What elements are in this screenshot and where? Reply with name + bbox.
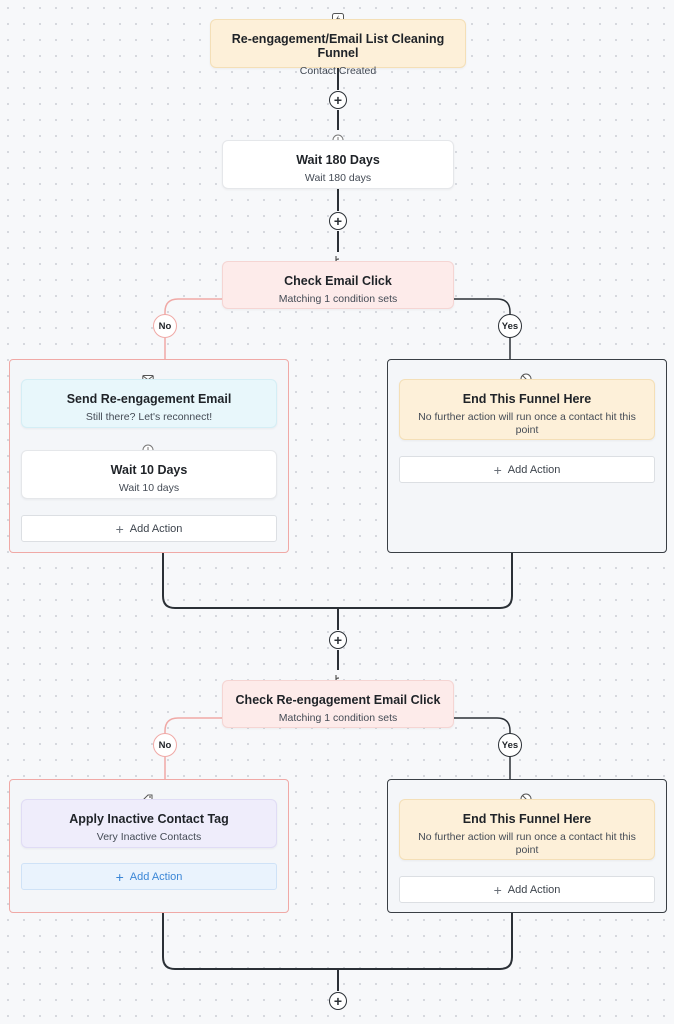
plus-icon: +: [493, 881, 502, 898]
end-funnel-subtitle: No further action will run once a contac…: [418, 831, 636, 856]
end-funnel-title: End This Funnel Here: [462, 392, 592, 406]
wait-10-node[interactable]: Wait 10 Days Wait 10 days: [21, 450, 277, 499]
end-funnel-node[interactable]: End This Funnel Here No further action w…: [399, 799, 655, 860]
plus-icon: +: [115, 868, 124, 885]
end-funnel-subtitle: No further action will run once a contac…: [418, 411, 636, 436]
no-branch-label[interactable]: No: [153, 314, 177, 338]
add-action-label: Add Action: [129, 522, 183, 535]
check-reengagement-subtitle: Matching 1 condition sets: [278, 712, 398, 724]
send-email-subtitle: Still there? Let's reconnect!: [85, 411, 213, 423]
check-reengagement-node[interactable]: Check Re-engagement Email Click Matching…: [222, 680, 454, 728]
apply-tag-title: Apply Inactive Contact Tag: [69, 812, 229, 826]
add-step-button[interactable]: +: [329, 631, 347, 649]
wait-180-node[interactable]: Wait 180 Days Wait 180 days: [222, 140, 454, 189]
end-funnel-node[interactable]: End This Funnel Here No further action w…: [399, 379, 655, 440]
no-branch-label[interactable]: No: [153, 733, 177, 757]
apply-tag-node[interactable]: Apply Inactive Contact Tag Very Inactive…: [21, 799, 277, 848]
add-step-button[interactable]: +: [329, 992, 347, 1010]
trigger-title: Re-engagement/Email List Cleaning Funnel: [231, 32, 445, 60]
wait-180-subtitle: Wait 180 days: [304, 172, 372, 184]
check-email-click-node[interactable]: Check Email Click Matching 1 condition s…: [222, 261, 454, 309]
plus-icon: +: [493, 461, 502, 478]
wait-10-subtitle: Wait 10 days: [118, 482, 180, 494]
plus-icon: +: [115, 520, 124, 537]
add-action-button[interactable]: + Add Action: [399, 876, 655, 903]
wait-180-title: Wait 180 Days: [296, 153, 380, 167]
yes-branch-label[interactable]: Yes: [498, 733, 522, 757]
check-email-click-title: Check Email Click: [284, 274, 392, 288]
add-step-button[interactable]: +: [329, 212, 347, 230]
add-step-button[interactable]: +: [329, 91, 347, 109]
add-action-label: Add Action: [129, 870, 183, 883]
trigger-node[interactable]: Re-engagement/Email List Cleaning Funnel…: [210, 19, 466, 77]
add-action-label: Add Action: [507, 883, 561, 896]
check-email-click-subtitle: Matching 1 condition sets: [278, 293, 398, 305]
add-action-label: Add Action: [507, 463, 561, 476]
check-reengagement-title: Check Re-engagement Email Click: [235, 693, 441, 707]
add-action-button[interactable]: + Add Action: [399, 456, 655, 483]
send-email-title: Send Re-engagement Email: [66, 392, 232, 406]
wait-10-title: Wait 10 Days: [110, 463, 188, 477]
add-action-button[interactable]: + Add Action: [21, 515, 277, 542]
add-action-button[interactable]: + Add Action: [21, 863, 277, 890]
yes-branch-label[interactable]: Yes: [498, 314, 522, 338]
end-funnel-title: End This Funnel Here: [462, 812, 592, 826]
trigger-subtitle: Contact Created: [299, 65, 377, 77]
apply-tag-subtitle: Very Inactive Contacts: [96, 831, 202, 843]
send-email-node[interactable]: Send Re-engagement Email Still there? Le…: [21, 379, 277, 428]
